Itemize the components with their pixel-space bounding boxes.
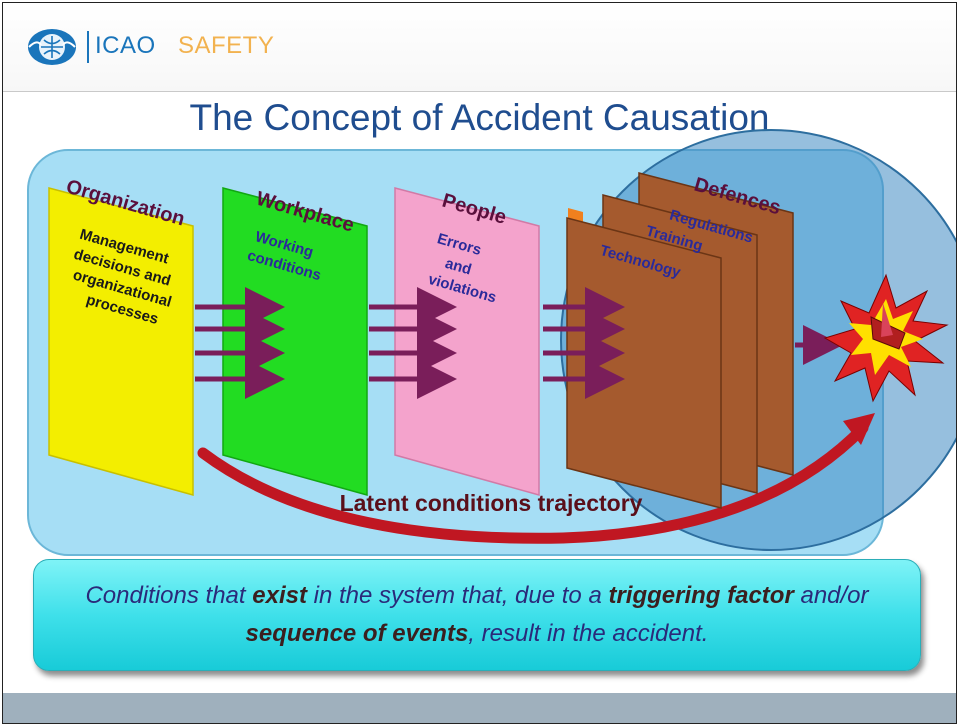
crash-explosion-icon (823, 273, 949, 403)
arrows-org-to-workplace (195, 287, 285, 399)
header-divider (3, 91, 956, 92)
slide-title: The Concept of Accident Causation (189, 97, 770, 138)
accident-causation-diagram: Organization Workplace People Defences M… (27, 129, 956, 556)
slide-header: ICAO SAFETY (3, 3, 956, 91)
people-plate (394, 187, 540, 496)
definition-caption: Conditions that exist in the system that… (85, 582, 869, 647)
org-name: ICAO (95, 32, 156, 59)
organization-plate (48, 187, 194, 496)
arrows-workplace-to-people (369, 287, 457, 399)
icao-emblem-icon (28, 29, 76, 65)
latent-trajectory-arrowhead (843, 413, 875, 445)
workplace-plate (222, 187, 368, 496)
footer-bar (3, 693, 956, 723)
latent-trajectory-arrow (197, 422, 869, 544)
arrows-people-to-defences (543, 287, 625, 399)
section-name: SAFETY (178, 32, 275, 59)
latent-trajectory-label: Latent conditions trajectory (340, 490, 643, 516)
definition-caption-box: Conditions that exist in the system that… (33, 559, 921, 671)
logo-divider (87, 31, 89, 63)
people-body-line-2: and (443, 255, 473, 279)
